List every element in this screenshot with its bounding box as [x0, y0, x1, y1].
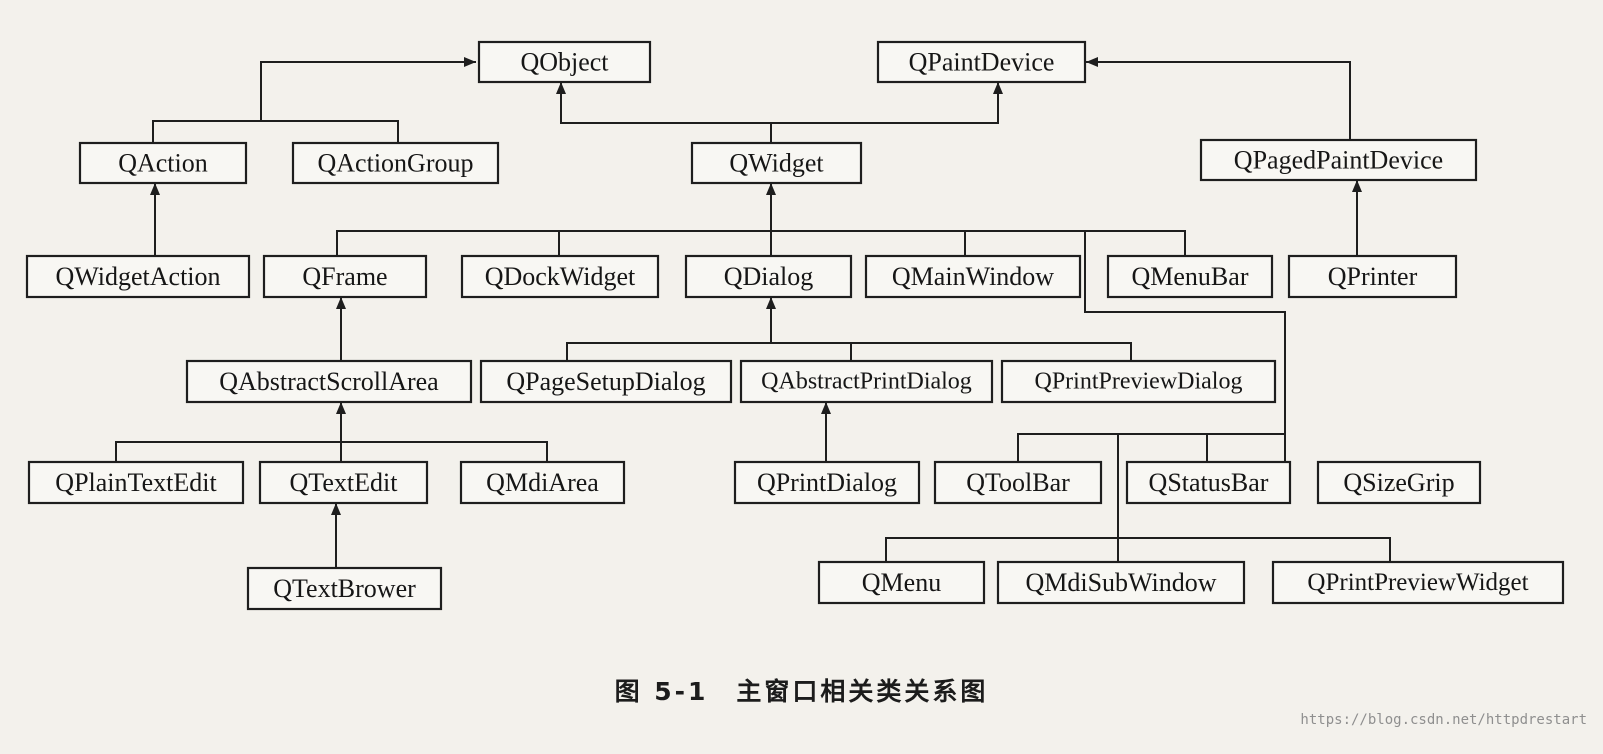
node-label: QPrintPreviewWidget: [1307, 569, 1528, 596]
node-qplaintextedit: QPlainTextEdit: [27, 460, 245, 505]
node-label: QMenuBar: [1132, 262, 1249, 291]
node-label: QPageSetupDialog: [506, 367, 705, 396]
node-qwidget: QWidget: [690, 141, 863, 185]
node-label: QWidget: [729, 149, 824, 178]
edge-qaction-qobject: [152, 120, 399, 143]
node-qsizegrip: QSizeGrip: [1316, 460, 1482, 505]
edge-qwidget-qpaintdevice: [771, 82, 1003, 124]
node-label: QPrintDialog: [757, 468, 897, 497]
nodes: QObject QPaintDevice QAction QActionGrou…: [25, 40, 1565, 611]
edge-qwidget-children-bar: [336, 230, 1186, 256]
node-qmenu: QMenu: [817, 560, 986, 605]
node-label: QAbstractScrollArea: [219, 367, 439, 396]
node-label: QStatusBar: [1149, 468, 1269, 497]
node-qtextedit: QTextEdit: [258, 460, 429, 505]
node-label: QPaintDevice: [909, 48, 1055, 77]
node-qtoolbar: QToolBar: [933, 460, 1103, 505]
node-label: QPagedPaintDevice: [1234, 146, 1443, 175]
node-qdialog: QDialog: [684, 254, 853, 299]
node-qpagesetupdialog: QPageSetupDialog: [479, 359, 733, 404]
node-qactiongroup: QActionGroup: [291, 141, 500, 185]
node-label: QObject: [520, 48, 609, 77]
node-qmdiarea: QMdiArea: [459, 460, 626, 505]
node-qprinter: QPrinter: [1287, 254, 1458, 299]
node-label: QTextBrower: [273, 574, 416, 603]
node-label: QAction: [118, 149, 208, 178]
edge-scroll-children-bar: [115, 441, 548, 462]
edge-actions-to-qobject: [260, 57, 476, 121]
node-qabstractprintdialog: QAbstractPrintDialog: [739, 359, 994, 404]
node-label: QTextEdit: [290, 468, 399, 497]
node-qframe: QFrame: [262, 254, 428, 299]
node-label: QDockWidget: [485, 262, 636, 291]
edge-qpagedpaintdevice-qpaintdevice: [1086, 57, 1351, 140]
class-hierarchy-diagram: QObject QPaintDevice QAction QActionGrou…: [25, 40, 1565, 611]
node-label: QMenu: [862, 568, 941, 597]
node-label: QMdiArea: [486, 468, 599, 497]
node-qdockwidget: QDockWidget: [460, 254, 660, 299]
node-label: QPrintPreviewDialog: [1035, 369, 1243, 395]
edges: [115, 57, 1391, 568]
node-qabstractscrollarea: QAbstractScrollArea: [185, 359, 473, 404]
node-qaction: QAction: [78, 141, 248, 185]
node-qmenubar: QMenuBar: [1106, 254, 1274, 299]
node-label: QMainWindow: [892, 262, 1054, 291]
node-qmdisubwindow: QMdiSubWindow: [996, 560, 1246, 605]
edge-qwidget-branch-right: [1017, 231, 1286, 462]
node-qprintpreviewdialog: QPrintPreviewDialog: [1000, 359, 1277, 404]
node-label: QDialog: [724, 262, 814, 291]
node-qstatusbar: QStatusBar: [1125, 460, 1292, 505]
node-qtextbrower: QTextBrower: [246, 566, 443, 611]
node-label: QWidgetAction: [55, 262, 220, 291]
watermark: https://blog.csdn.net/httpdrestart: [1300, 712, 1587, 728]
node-qpagedpaintdevice: QPagedPaintDevice: [1199, 138, 1478, 182]
figure-caption: 图 5-1 主窗口相关类关系图: [614, 677, 989, 706]
edge-lower-bar: [885, 537, 1391, 562]
node-qprintdialog: QPrintDialog: [733, 460, 921, 505]
node-label: QSizeGrip: [1343, 468, 1454, 497]
node-label: QAbstractPrintDialog: [761, 369, 972, 395]
node-label: QToolBar: [966, 468, 1070, 497]
node-label: QFrame: [302, 262, 387, 291]
node-label: QMdiSubWindow: [1025, 568, 1216, 597]
node-qmainwindow: QMainWindow: [864, 254, 1082, 299]
edge-qwidget-qobject: [556, 82, 772, 143]
node-qpaintdevice: QPaintDevice: [876, 40, 1087, 84]
node-qwidgetaction: QWidgetAction: [25, 254, 251, 299]
node-label: QActionGroup: [318, 149, 474, 178]
node-label: QPlainTextEdit: [55, 468, 217, 497]
node-qprintpreviewwidget: QPrintPreviewWidget: [1271, 560, 1565, 605]
node-qobject: QObject: [477, 40, 652, 84]
node-label: QPrinter: [1328, 262, 1418, 291]
edge-dialog-children-bar: [566, 342, 1132, 361]
